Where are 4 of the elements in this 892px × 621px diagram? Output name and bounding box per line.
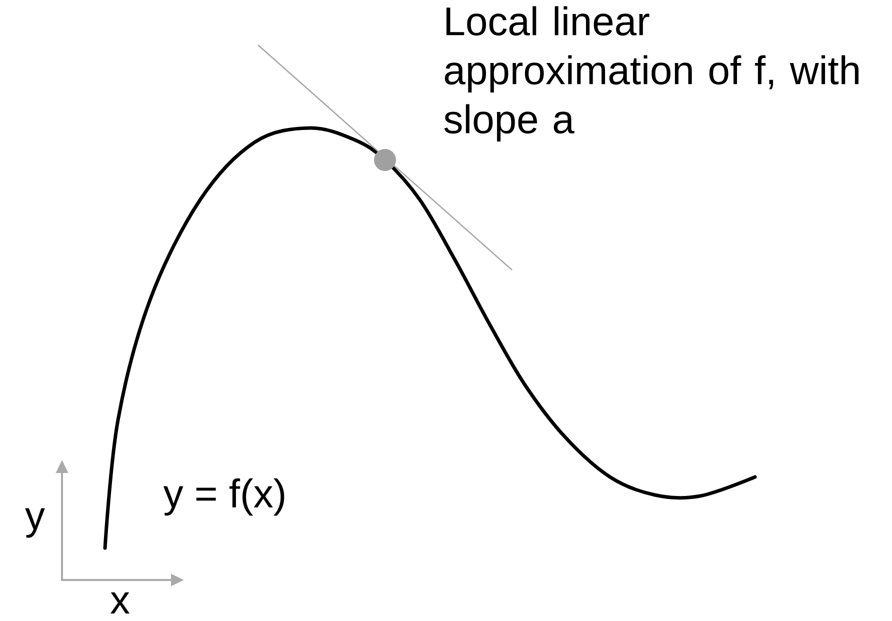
axis-label: y	[25, 508, 45, 538]
annotation-text: Local linear approximation of f, with slope a	[444, 6, 858, 142]
axis-label: x	[110, 592, 130, 614]
function-label: y = f(x)	[163, 478, 284, 516]
